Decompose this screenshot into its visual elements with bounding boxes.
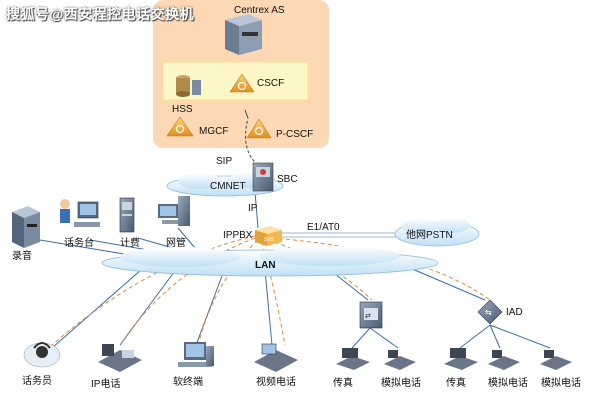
ip-label: IP (248, 203, 258, 214)
e1-trunk (278, 232, 398, 238)
cscf-label: CSCF (257, 78, 285, 89)
sip-link (245, 117, 259, 166)
fax-2-label: 传真 (446, 378, 466, 389)
analog-phone-3-icon (540, 350, 572, 370)
cscf-gear-icon (229, 73, 255, 93)
sip-label: SIP (216, 156, 233, 167)
sbc-label: SBC (277, 174, 298, 185)
analog-phone-3-label: 模拟电话 (541, 378, 581, 389)
billing-terminal-icon (119, 197, 135, 233)
cmnet-label: CMNET (210, 181, 246, 192)
network-mgmt-icon (158, 196, 190, 226)
fax-1-label: 传真 (333, 378, 353, 389)
signaling-links (51, 235, 491, 346)
gateway-box-icon: ⇄ (359, 301, 383, 329)
mgcf-gear-icon (166, 116, 194, 137)
e1-label: E1/AT0 (307, 222, 340, 233)
svg-text:⇆: ⇆ (485, 308, 492, 317)
pcscf-label: P-CSCF (276, 129, 314, 140)
video-phone-label: 视频电话 (256, 377, 296, 388)
pstn-cloud (394, 217, 480, 247)
softphone-icon (178, 342, 214, 367)
softphone-label: 软终端 (173, 377, 203, 388)
fax-2-icon (444, 348, 478, 370)
ippbx-label: IPPBX (223, 230, 253, 241)
hss-label: HSS (172, 104, 193, 115)
ip-phone-label: IP电话 (91, 379, 121, 390)
other-pstn-label: 他网PSTN (406, 230, 453, 241)
lan-cloud (101, 246, 439, 277)
mgcf-label: MGCF (199, 126, 229, 137)
analog-phone-2-icon (488, 350, 520, 370)
ip-phone-icon (98, 344, 142, 372)
operator-headset-icon (23, 342, 61, 368)
operator-desk-icon (60, 199, 100, 227)
iad-label: IAD (506, 307, 523, 318)
fax-1-icon (336, 348, 370, 370)
centrex-as-label: Centrex AS (234, 5, 285, 16)
recording-server-icon (12, 206, 40, 248)
analog-phone-1-icon (384, 350, 416, 370)
operator-desk-label: 话务台 (64, 238, 94, 249)
pcscf-gear-icon (246, 118, 272, 139)
operator-label: 话务员 (22, 376, 52, 387)
network-mgmt-label: 网管 (166, 238, 186, 249)
video-phone-icon (254, 343, 298, 372)
hss-database-icon (176, 75, 201, 97)
analog-phone-2-label: 模拟电话 (488, 378, 528, 389)
sip-arrow (244, 109, 249, 119)
svg-text:⇄: ⇄ (365, 313, 371, 320)
iad-box-icon: ⇆ (477, 299, 503, 325)
watermark: 搜狐号@西安程控电话交换机 (6, 6, 195, 22)
recording-label: 录音 (12, 251, 32, 262)
sbc-device-icon (252, 162, 274, 192)
ippbx-device-icon: SVS (255, 226, 282, 246)
svg-text:SVS: SVS (264, 237, 275, 243)
billing-label: 计费 (120, 238, 140, 249)
analog-phone-1-label: 模拟电话 (381, 378, 421, 389)
centrex-as-server-icon (225, 14, 262, 55)
lan-label: LAN (255, 260, 276, 271)
